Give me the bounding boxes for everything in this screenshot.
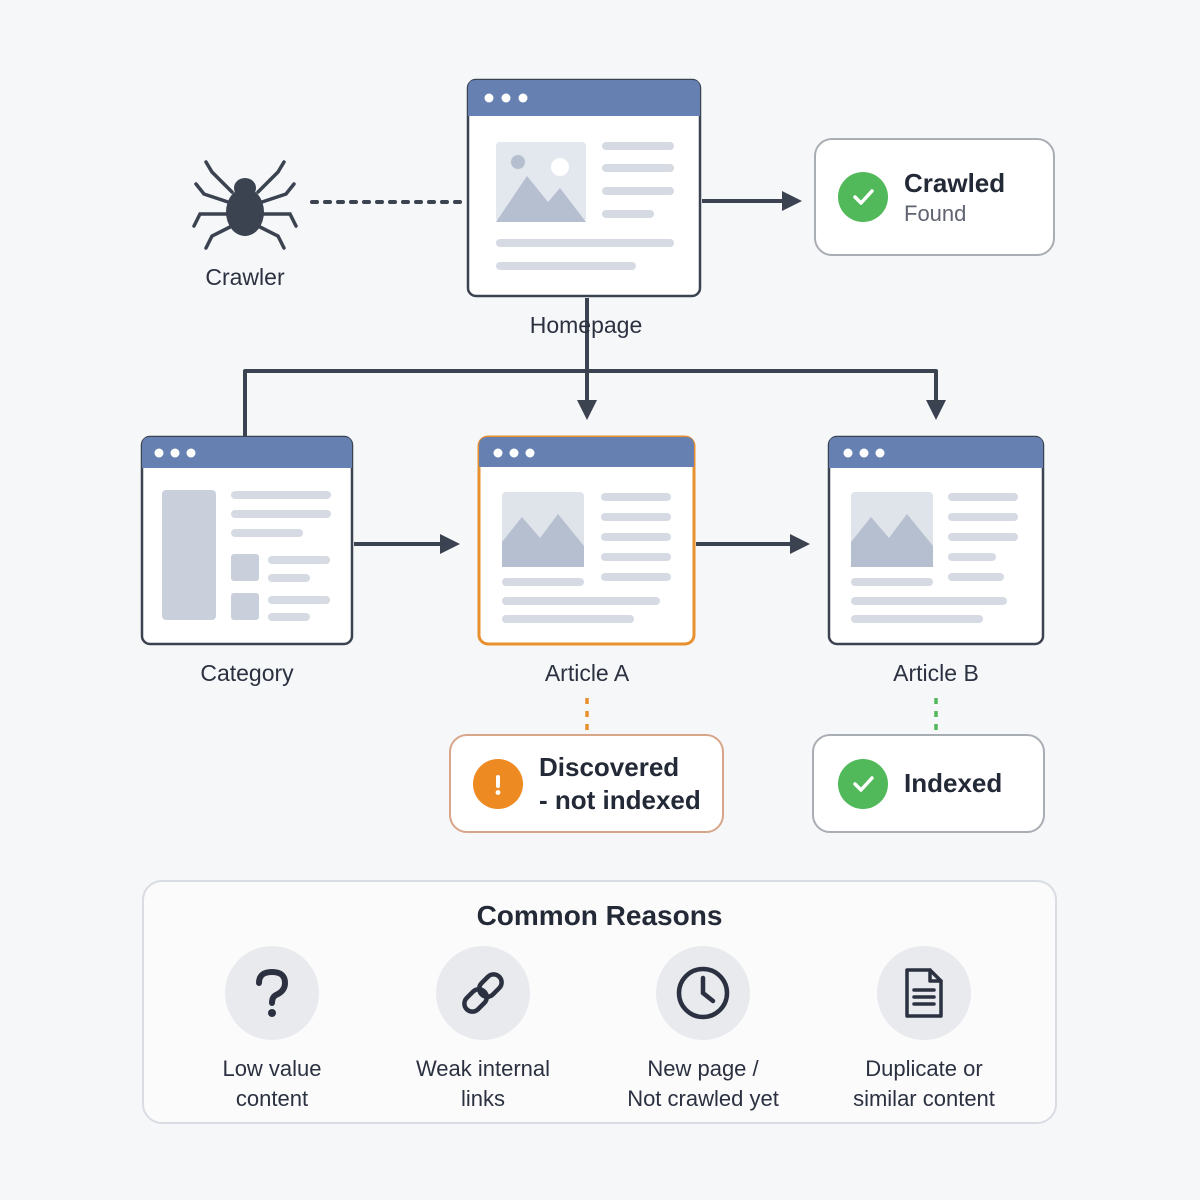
article-b-label: Article B <box>893 660 979 686</box>
article-a-label: Article A <box>544 660 630 686</box>
article-b-window <box>827 435 1045 646</box>
crawled-title: Crawled <box>904 168 1006 198</box>
discovered-line-1: Discovered <box>539 752 680 782</box>
check-circle-icon <box>838 172 888 222</box>
arrow-to-article-b <box>587 369 946 420</box>
reason-low-value-content: Low value content <box>167 946 377 1114</box>
reason-line-2: Not crawled yet <box>627 1086 779 1111</box>
connectors <box>243 191 946 554</box>
crawled-status-box: Crawled Found <box>814 138 1055 256</box>
indexed-status-box: Indexed <box>812 734 1045 833</box>
category-label: Category <box>200 660 294 686</box>
crawled-subtitle: Found <box>904 200 967 226</box>
reason-new-page: New page / Not crawled yet <box>598 946 808 1114</box>
exclamation-circle-icon <box>473 758 523 809</box>
branch-line-to-category <box>243 369 587 436</box>
document-icon <box>877 946 971 1040</box>
homepage-label: Homepage <box>529 312 643 338</box>
reason-line-1: Weak internal <box>415 1056 551 1081</box>
reason-line-2: content <box>235 1086 309 1111</box>
clock-icon <box>656 946 750 1040</box>
common-reasons-title: Common Reasons <box>476 900 723 931</box>
discovered-status-box: Discovered - not indexed <box>449 734 724 833</box>
indexed-title: Indexed <box>904 768 1003 799</box>
article-a-window <box>477 435 696 646</box>
spider-icon <box>192 160 298 250</box>
discovered-line-2: - not indexed <box>539 784 701 815</box>
crawler-label: Crawler <box>205 264 285 290</box>
link-icon <box>436 946 530 1040</box>
reason-duplicate-content: Duplicate or similar content <box>819 946 1029 1114</box>
common-reasons-panel: Common Reasons Low value content <box>142 880 1057 1124</box>
reason-line-2: similar content <box>853 1086 995 1111</box>
homepage-window <box>466 78 702 298</box>
question-mark-icon <box>225 946 319 1040</box>
check-circle-icon <box>838 758 888 809</box>
reason-line-1: New page / <box>647 1056 759 1081</box>
reason-line-1: Duplicate or <box>865 1056 983 1081</box>
reason-line-1: Low value <box>222 1056 322 1081</box>
category-window <box>140 435 354 646</box>
reason-line-2: links <box>460 1086 505 1111</box>
reason-weak-internal-links: Weak internal links <box>378 946 588 1114</box>
